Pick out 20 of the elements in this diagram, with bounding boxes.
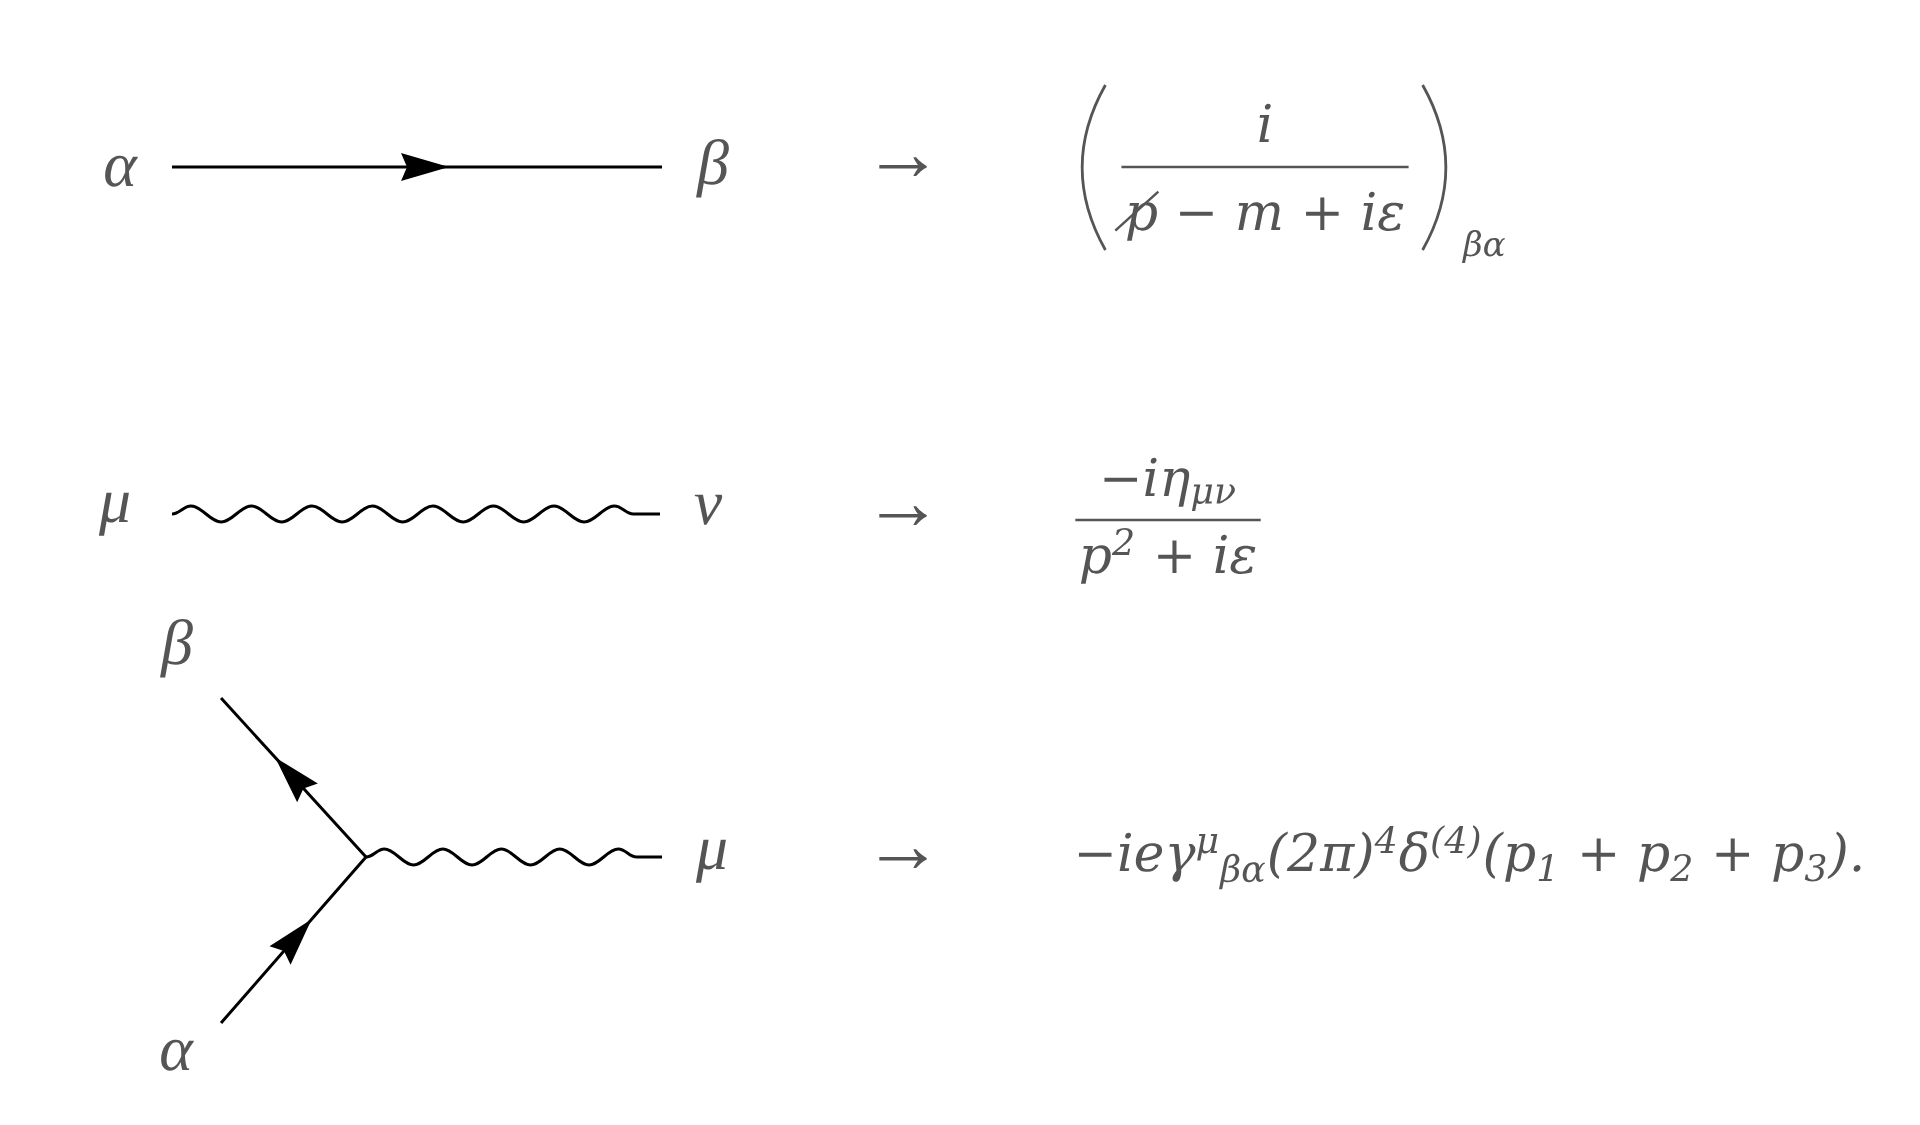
- subscript: βα: [1462, 230, 1505, 264]
- index-label: μ: [98, 492, 129, 536]
- arrow-symbol: →: [879, 849, 927, 869]
- arrow-line: [219, 697, 369, 1024]
- arrow-symbol: →: [879, 157, 927, 177]
- arrow-symbol: →: [879, 506, 927, 526]
- index-label: ν: [694, 494, 723, 525]
- index-label: β: [696, 138, 729, 198]
- index-label: α: [105, 155, 138, 187]
- denominator: p$^{2}$ + iε: [1080, 527, 1256, 584]
- wavy-line: [171, 504, 660, 524]
- index-label: μ: [695, 839, 726, 883]
- index-label: β: [160, 618, 193, 678]
- numerator: i: [1259, 103, 1271, 142]
- arrow-line: [172, 153, 662, 181]
- formula: −ieγ$^{μ}$$_{βα}$(2π)$^{4}$δ$^{(4)}$(p$_{1}$ + p$_{2}$ + p$_{3}$).: [1078, 825, 1861, 890]
- numerator: −iη$_{μν}$: [1104, 457, 1235, 512]
- denominator: p̸ − m + iε: [1114, 190, 1404, 241]
- index-label: α: [161, 1039, 194, 1071]
- wavy-line: [365, 847, 662, 867]
